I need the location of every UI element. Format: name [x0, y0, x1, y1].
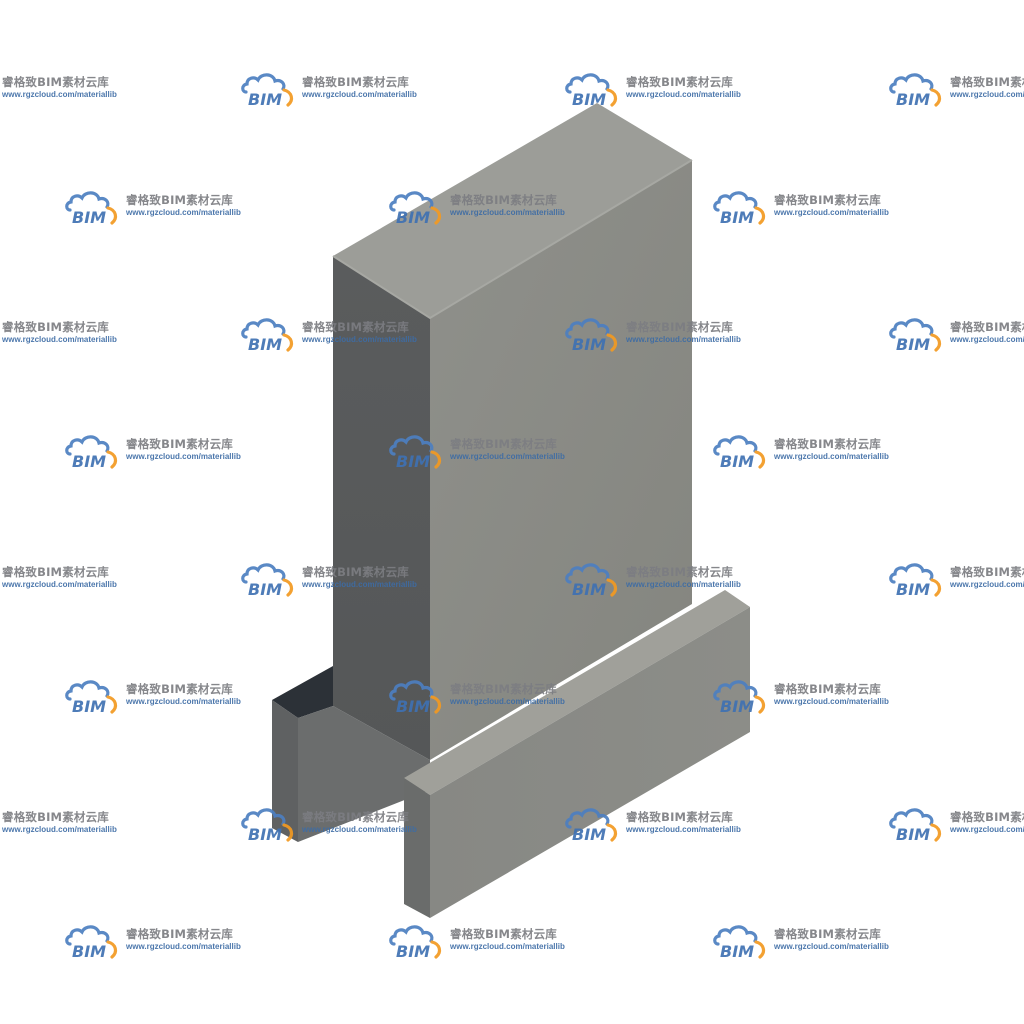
panel-top-face	[333, 103, 692, 318]
panel-front-face	[430, 160, 692, 760]
corbel-front-face	[298, 706, 430, 842]
corbel-side-face	[272, 700, 298, 842]
ledge-front-face	[430, 607, 750, 918]
ledge-end-face	[404, 778, 430, 918]
panel-side-face	[333, 256, 430, 760]
panel-top-edge	[332, 159, 693, 320]
corbel-top-face	[272, 666, 333, 718]
ledge-top-face	[404, 590, 750, 795]
